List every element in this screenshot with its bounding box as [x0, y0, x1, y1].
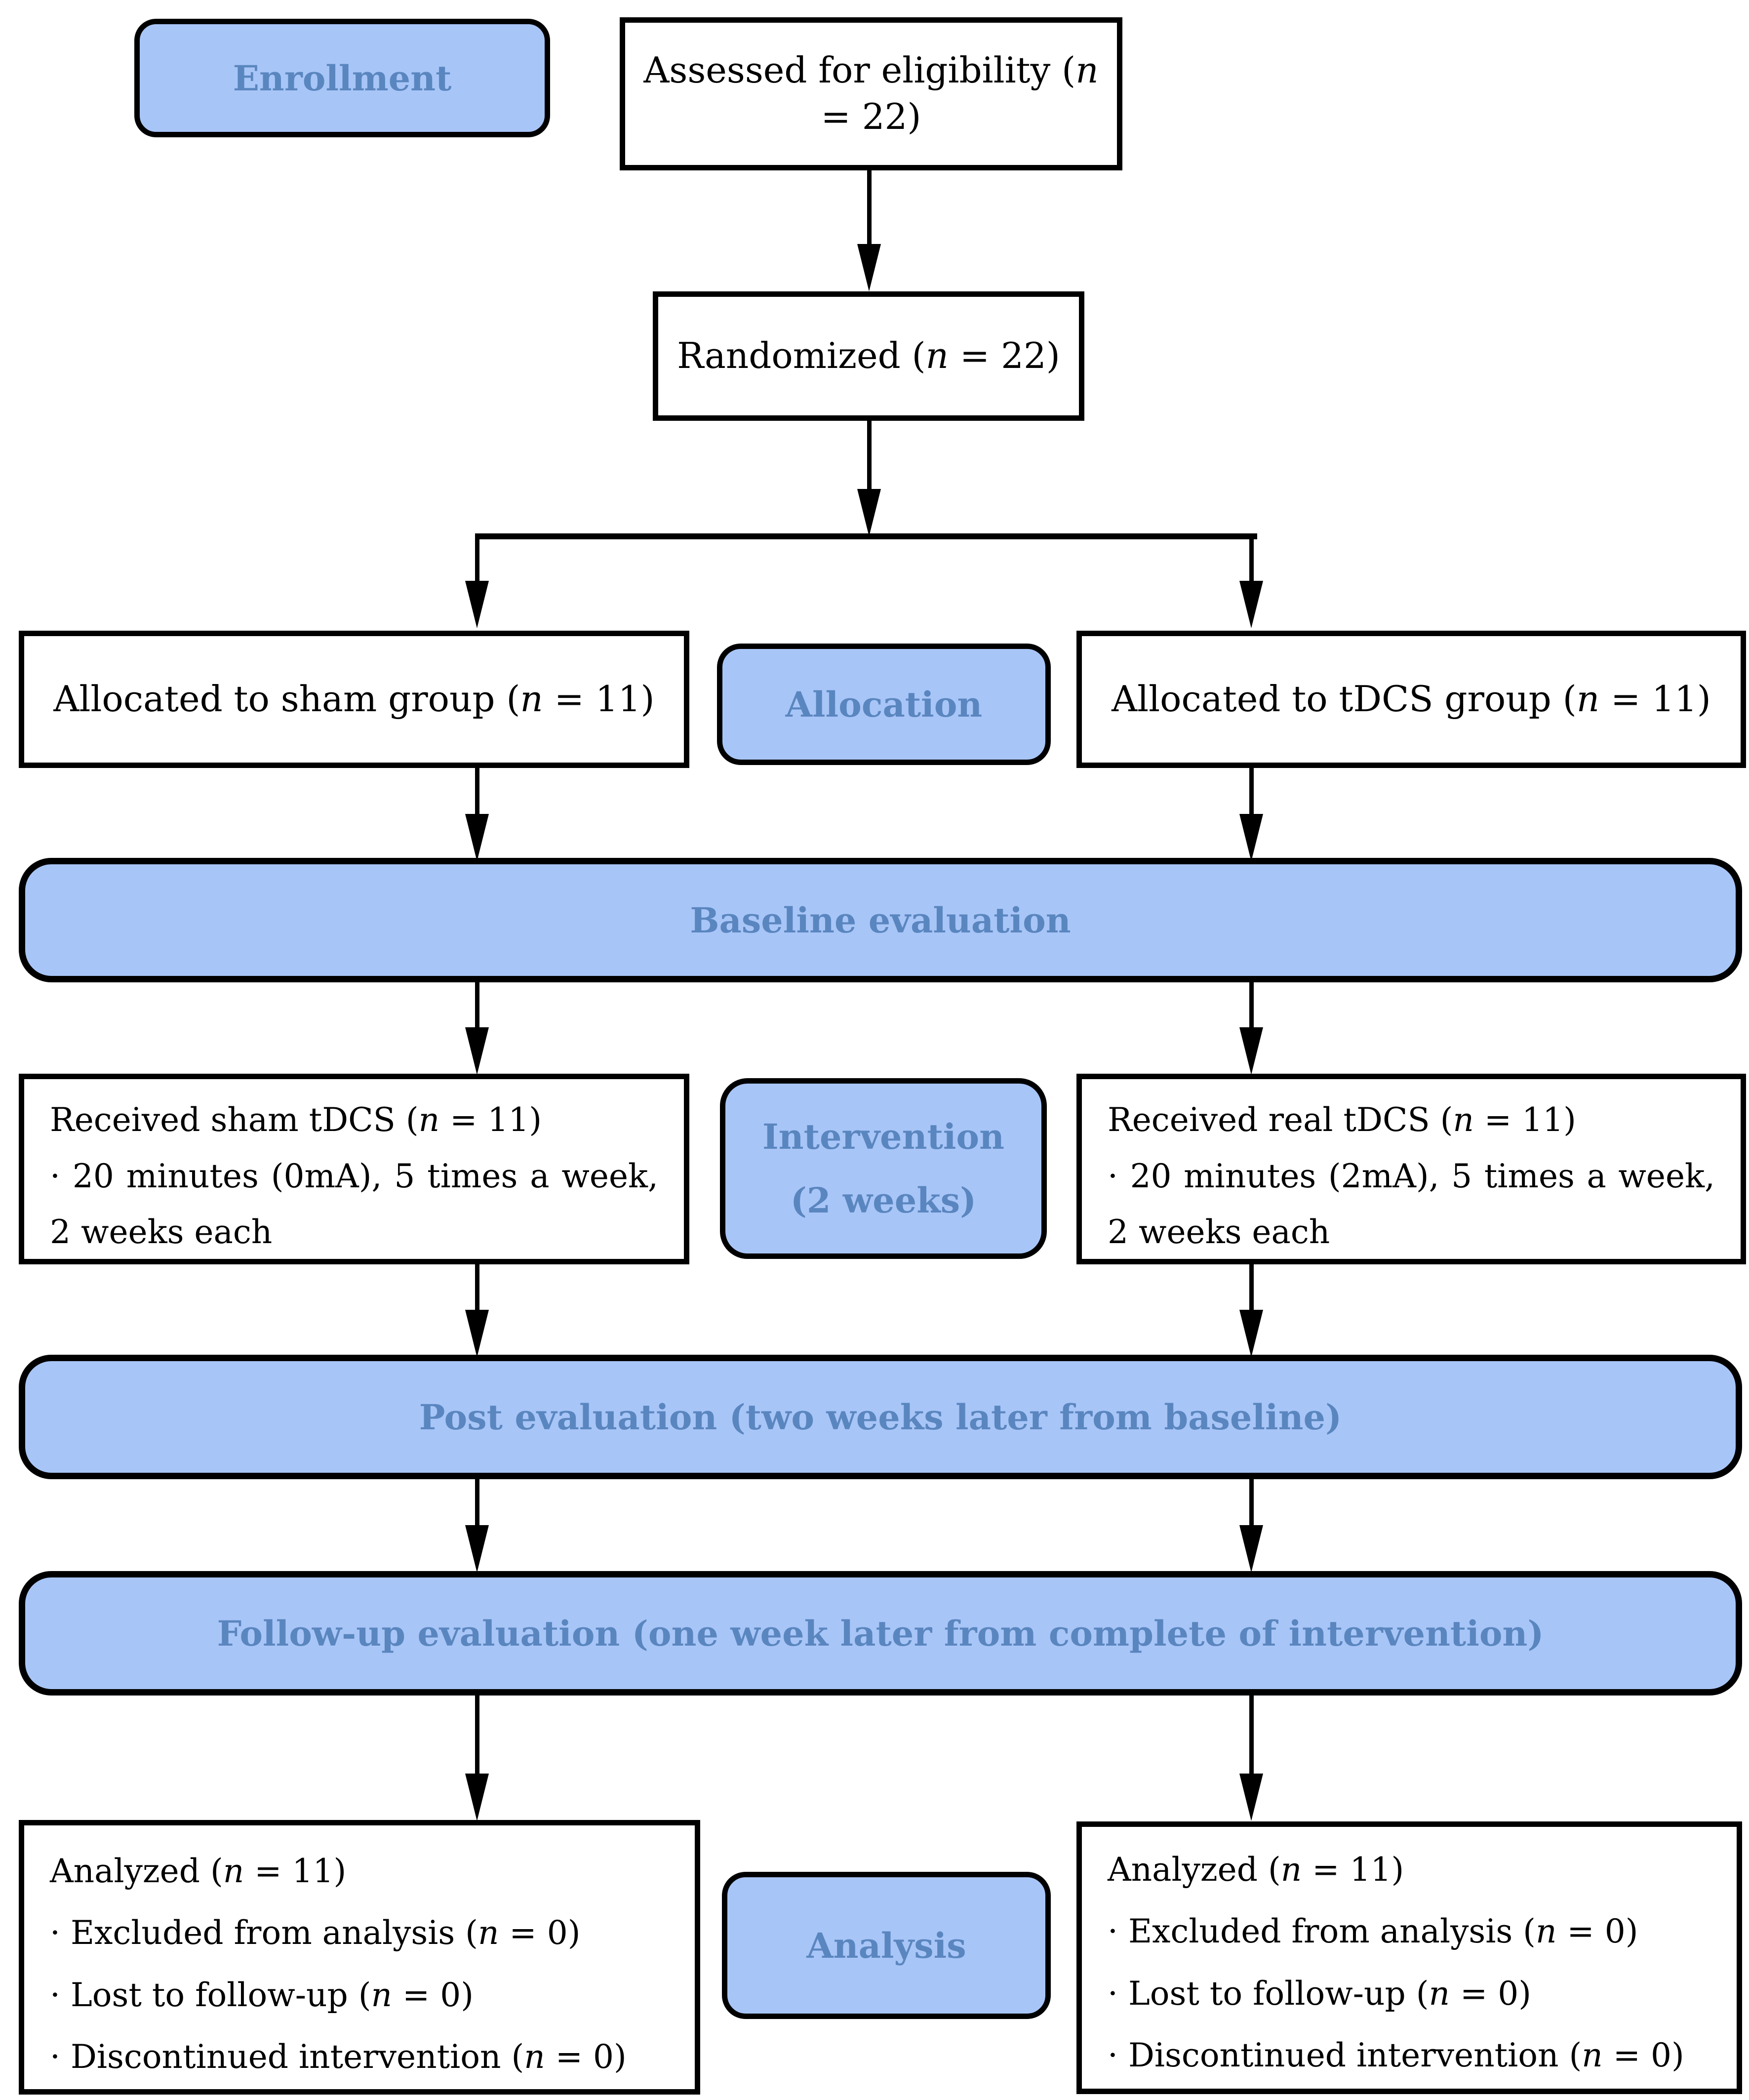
stage-label-analysis-text: Analysis [806, 1925, 966, 1966]
connector-tdcs-post-arrowhead [1239, 1310, 1263, 1357]
stage-label-intervention-line1: Intervention [762, 1116, 1004, 1157]
connector-sham-post-arrowhead [465, 1310, 489, 1357]
box-received-real-title: Received real tDCS (n = 11) [1108, 1101, 1576, 1139]
box-analyzed-tdcs: Analyzed (n = 11) · Excluded from analys… [1076, 1821, 1742, 2094]
connector-baseline-tdcs-line [1249, 981, 1254, 1028]
connector-tdcs-baseline-arrowhead [1239, 814, 1263, 861]
stage-label-enrollment: Enrollment [134, 19, 550, 137]
box-received-real: Received real tDCS (n = 11) · 20 minutes… [1076, 1074, 1746, 1264]
box-analyzed-tdcs-item-lost: · Lost to follow-up (n = 0) [1108, 1974, 1532, 2013]
box-received-sham-title: Received sham tDCS (n = 11) [50, 1101, 542, 1139]
connector-split-horizontal-line [475, 533, 1257, 539]
box-analyzed-tdcs-item-excluded: · Excluded from analysis (n = 0) [1108, 1912, 1638, 1951]
box-received-sham: Received sham tDCS (n = 11) · 20 minutes… [19, 1074, 689, 1264]
connector-post-followup-right-arrowhead [1239, 1525, 1263, 1573]
connector-randomized-split-line [867, 421, 872, 490]
box-allocated-tdcs: Allocated to tDCS group (n = 11) [1076, 631, 1746, 768]
connector-post-followup-left-arrowhead [465, 1525, 489, 1573]
connector-sham-baseline-line [475, 767, 479, 815]
connector-split-left-line [475, 533, 479, 583]
connector-tdcs-post-line [1249, 1264, 1254, 1311]
box-randomized-text: Randomized (n = 22) [677, 335, 1060, 377]
box-analyzed-tdcs-item-discontinued: · Discontinued intervention (n = 0) [1108, 2036, 1684, 2075]
box-analyzed-sham-item-lost: · Lost to follow-up (n = 0) [50, 1976, 474, 2014]
bar-followup-evaluation-text: Follow-up evaluation (one week later fro… [217, 1613, 1544, 1654]
connector-baseline-tdcs-arrowhead [1239, 1027, 1263, 1075]
connector-tdcs-baseline-line [1249, 767, 1254, 815]
connector-post-followup-right-line [1249, 1479, 1254, 1526]
connector-assessed-randomized-line [867, 170, 872, 247]
bar-baseline-evaluation-text: Baseline evaluation [690, 899, 1071, 941]
connector-followup-analyzed-left-line [475, 1696, 479, 1775]
box-analyzed-sham-item-discontinued: · Discontinued intervention (n = 0) [50, 2038, 627, 2076]
connector-followup-analyzed-left-arrowhead [465, 1774, 489, 1821]
box-analyzed-sham: Analyzed (n = 11) · Excluded from analys… [19, 1820, 700, 2095]
stage-label-allocation-text: Allocation [785, 684, 983, 725]
bar-post-evaluation-text: Post evaluation (two weeks later from ba… [419, 1396, 1342, 1438]
connector-post-followup-left-line [475, 1479, 479, 1526]
bar-post-evaluation: Post evaluation (two weeks later from ba… [19, 1355, 1742, 1479]
connector-split-right-line [1249, 533, 1254, 583]
stage-label-allocation: Allocation [717, 644, 1051, 765]
connector-sham-baseline-arrowhead [465, 814, 489, 861]
box-allocated-tdcs-text: Allocated to tDCS group (n = 11) [1112, 678, 1711, 720]
connector-followup-analyzed-right-arrowhead [1239, 1774, 1263, 1821]
connector-assessed-randomized-arrowhead [857, 244, 881, 291]
bar-followup-evaluation: Follow-up evaluation (one week later fro… [19, 1571, 1742, 1696]
box-received-real-detail: · 20 minutes (2mA), 5 times a week, 2 we… [1108, 1157, 1715, 1252]
connector-baseline-sham-line [475, 981, 479, 1028]
connector-randomized-split-arrowhead [857, 489, 881, 536]
stage-label-intervention-line2: (2 weeks) [790, 1180, 977, 1221]
connector-split-left-arrowhead [465, 581, 489, 628]
bar-baseline-evaluation: Baseline evaluation [19, 858, 1742, 982]
connector-baseline-sham-arrowhead [465, 1027, 489, 1075]
connector-followup-analyzed-right-line [1249, 1696, 1254, 1775]
box-analyzed-sham-item-excluded: · Excluded from analysis (n = 0) [50, 1914, 581, 1952]
box-analyzed-sham-title: Analyzed (n = 11) [50, 1852, 347, 1890]
box-assessed-eligibility-text: Assessed for eligibility (n = 22) [643, 49, 1099, 137]
connector-sham-post-line [475, 1264, 479, 1311]
box-randomized: Randomized (n = 22) [653, 291, 1084, 421]
stage-label-enrollment-text: Enrollment [233, 57, 452, 99]
box-assessed-eligibility: Assessed for eligibility (n = 22) [620, 17, 1122, 170]
stage-label-analysis: Analysis [722, 1872, 1051, 2019]
connector-split-right-arrowhead [1239, 581, 1263, 628]
box-allocated-sham: Allocated to sham group (n = 11) [19, 631, 689, 768]
box-allocated-sham-text: Allocated to sham group (n = 11) [53, 678, 655, 720]
box-analyzed-tdcs-title: Analyzed (n = 11) [1108, 1851, 1404, 1889]
box-received-sham-detail: · 20 minutes (0mA), 5 times a week, 2 we… [50, 1157, 658, 1252]
stage-label-intervention: Intervention (2 weeks) [720, 1078, 1047, 1259]
